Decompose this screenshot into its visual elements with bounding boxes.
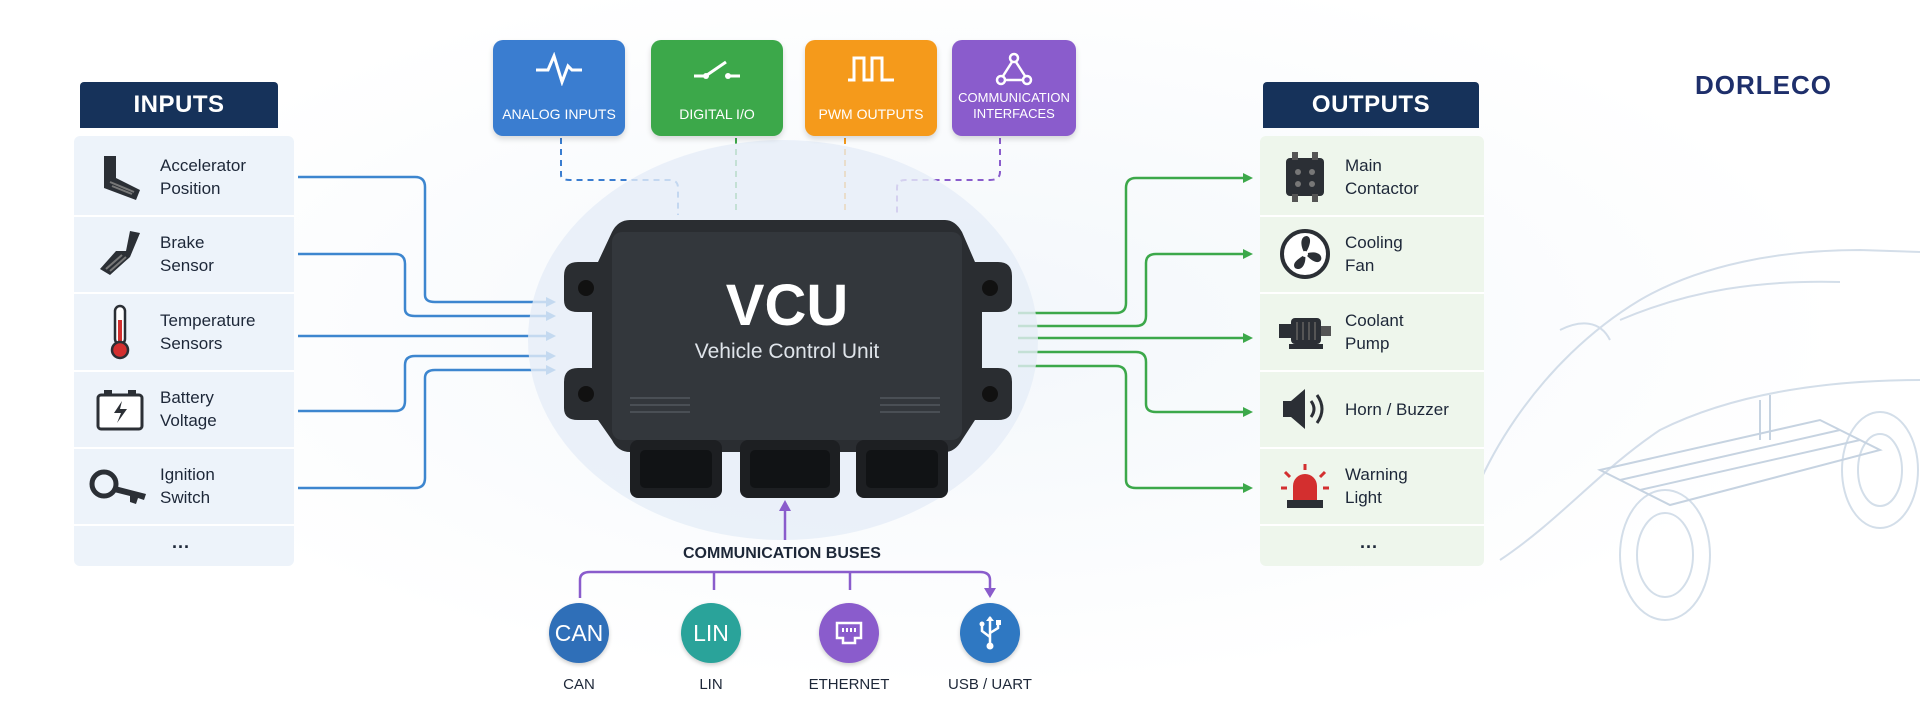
inputs-more: ... xyxy=(172,532,191,552)
inputs-header: INPUTS xyxy=(80,82,278,128)
accelerator-pedal-icon xyxy=(80,147,160,207)
input-label: Ignition Switch xyxy=(160,465,215,507)
input-label: Temperature Sensors xyxy=(160,311,256,353)
square-wave-icon xyxy=(848,56,894,82)
fan-icon xyxy=(1265,224,1345,284)
thermometer-icon xyxy=(80,302,160,362)
warning-light-icon xyxy=(1265,456,1345,516)
divider xyxy=(1260,370,1484,372)
output-row-contactor: Main Contactor xyxy=(1265,140,1480,214)
vcu-title: VCU xyxy=(725,273,849,338)
output-label: Main Contactor xyxy=(1345,156,1419,198)
interface-digital-io: DIGITAL I/O xyxy=(651,40,783,136)
input-row-brake: Brake Sensor xyxy=(80,217,290,291)
ethernet-port-icon xyxy=(835,621,863,645)
car-silhouette xyxy=(1454,248,1920,621)
bus-can-label: CAN xyxy=(563,676,595,693)
divider xyxy=(1260,524,1484,526)
divider xyxy=(74,292,294,294)
interface-label: DIGITAL I/O xyxy=(679,106,755,122)
divider xyxy=(1260,447,1484,449)
input-row-battery: Battery Voltage xyxy=(80,372,290,446)
switch-icon xyxy=(694,60,740,79)
vcu-subtitle: Vehicle Control Unit xyxy=(694,340,880,363)
waveform-icon xyxy=(536,52,582,86)
interface-label: PWM OUTPUTS xyxy=(818,106,924,122)
brand-logo: DORLECO xyxy=(1695,70,1832,100)
contactor-icon xyxy=(1265,147,1345,207)
speaker-icon xyxy=(1265,379,1345,439)
bus-arrowheads xyxy=(779,500,996,598)
network-nodes-icon xyxy=(995,52,1033,86)
bus-lin-label: LIN xyxy=(699,676,723,693)
bus-can-badge: CAN xyxy=(549,603,609,663)
vcu-connectors xyxy=(630,440,948,498)
bus-usb-badge xyxy=(960,603,1020,663)
output-label: Coolant Pump xyxy=(1345,311,1404,353)
input-row-temperature: Temperature Sensors xyxy=(80,295,290,369)
divider xyxy=(74,215,294,217)
key-icon xyxy=(80,456,160,516)
usb-icon xyxy=(979,616,1001,650)
output-label: Warning Light xyxy=(1345,465,1408,507)
divider xyxy=(74,370,294,372)
input-label: Accelerator Position xyxy=(160,156,246,198)
divider xyxy=(1260,215,1484,217)
brake-pedal-icon xyxy=(80,224,160,284)
output-row-horn: Horn / Buzzer xyxy=(1265,372,1480,446)
input-lines xyxy=(298,175,548,490)
output-arrowheads xyxy=(1243,173,1253,493)
output-row-fan: Cooling Fan xyxy=(1265,217,1480,291)
output-row-pump: Coolant Pump xyxy=(1265,295,1480,369)
interface-label: ANALOG INPUTS xyxy=(502,106,616,122)
battery-icon xyxy=(80,379,160,439)
output-row-warning: Warning Light xyxy=(1265,449,1480,523)
outputs-header: OUTPUTS xyxy=(1263,82,1479,128)
interface-pwm-outputs: PWM OUTPUTS xyxy=(805,40,937,136)
outputs-more: ... xyxy=(1360,532,1379,552)
divider xyxy=(74,524,294,526)
interface-label: COMMUNICATION INTERFACES xyxy=(958,90,1070,121)
bus-badge-text: CAN xyxy=(554,619,604,646)
bus-ethernet-badge xyxy=(819,603,879,663)
output-label: Horn / Buzzer xyxy=(1345,399,1449,419)
divider xyxy=(74,447,294,449)
bus-ethernet-label: ETHERNET xyxy=(808,676,890,693)
interface-analog-inputs: ANALOG INPUTS xyxy=(493,40,625,136)
bus-usb-label: USB / UART xyxy=(948,676,1032,693)
output-lines xyxy=(1018,176,1245,490)
output-label: Cooling Fan xyxy=(1345,233,1403,275)
input-label: Brake Sensor xyxy=(160,233,214,275)
interface-communication: COMMUNICATION INTERFACES xyxy=(952,40,1076,136)
input-row-ignition: Ignition Switch xyxy=(80,449,290,523)
pump-icon xyxy=(1265,302,1345,362)
bus-badge-text: LIN xyxy=(693,619,729,646)
divider xyxy=(1260,292,1484,294)
vcu-module xyxy=(564,220,1012,498)
input-label: Battery Voltage xyxy=(160,388,217,430)
bus-lin-badge: LIN xyxy=(681,603,741,663)
input-row-accelerator: Accelerator Position xyxy=(80,140,290,214)
buses-title: COMMUNICATION BUSES xyxy=(683,545,881,562)
